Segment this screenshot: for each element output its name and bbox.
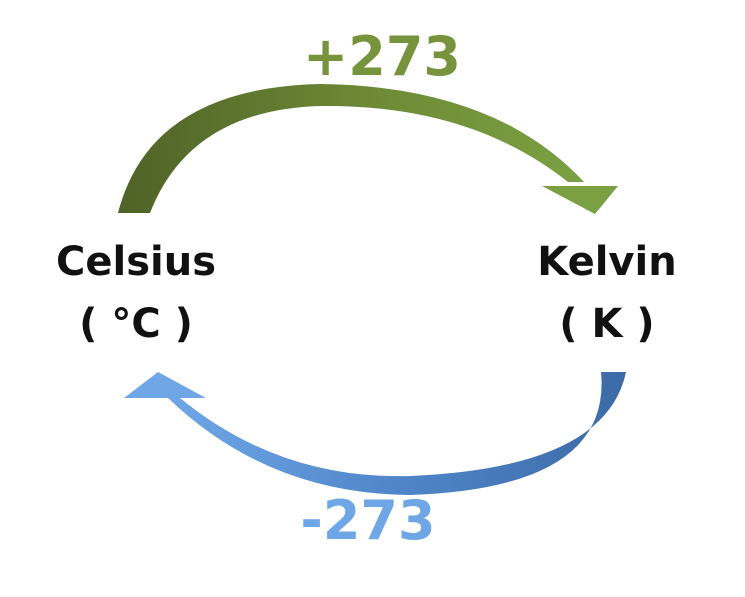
top-arrow-body (118, 84, 584, 213)
celsius-node: Celsius ( °C ) (36, 242, 236, 344)
add-273-label: +273 (303, 25, 461, 88)
celsius-name: Celsius (56, 239, 216, 285)
subtract-273-label: -273 (300, 489, 436, 552)
bottom-arrow-head (124, 372, 206, 398)
bottom-arrow-body (168, 372, 626, 495)
kelvin-unit: ( K ) (559, 301, 655, 347)
kelvin-name: Kelvin (537, 239, 677, 285)
top-arrow (118, 84, 618, 214)
bottom-arrow (124, 372, 626, 495)
celsius-unit: ( °C ) (79, 301, 193, 347)
top-arrow-head (542, 186, 618, 214)
kelvin-node: Kelvin ( K ) (507, 242, 707, 344)
